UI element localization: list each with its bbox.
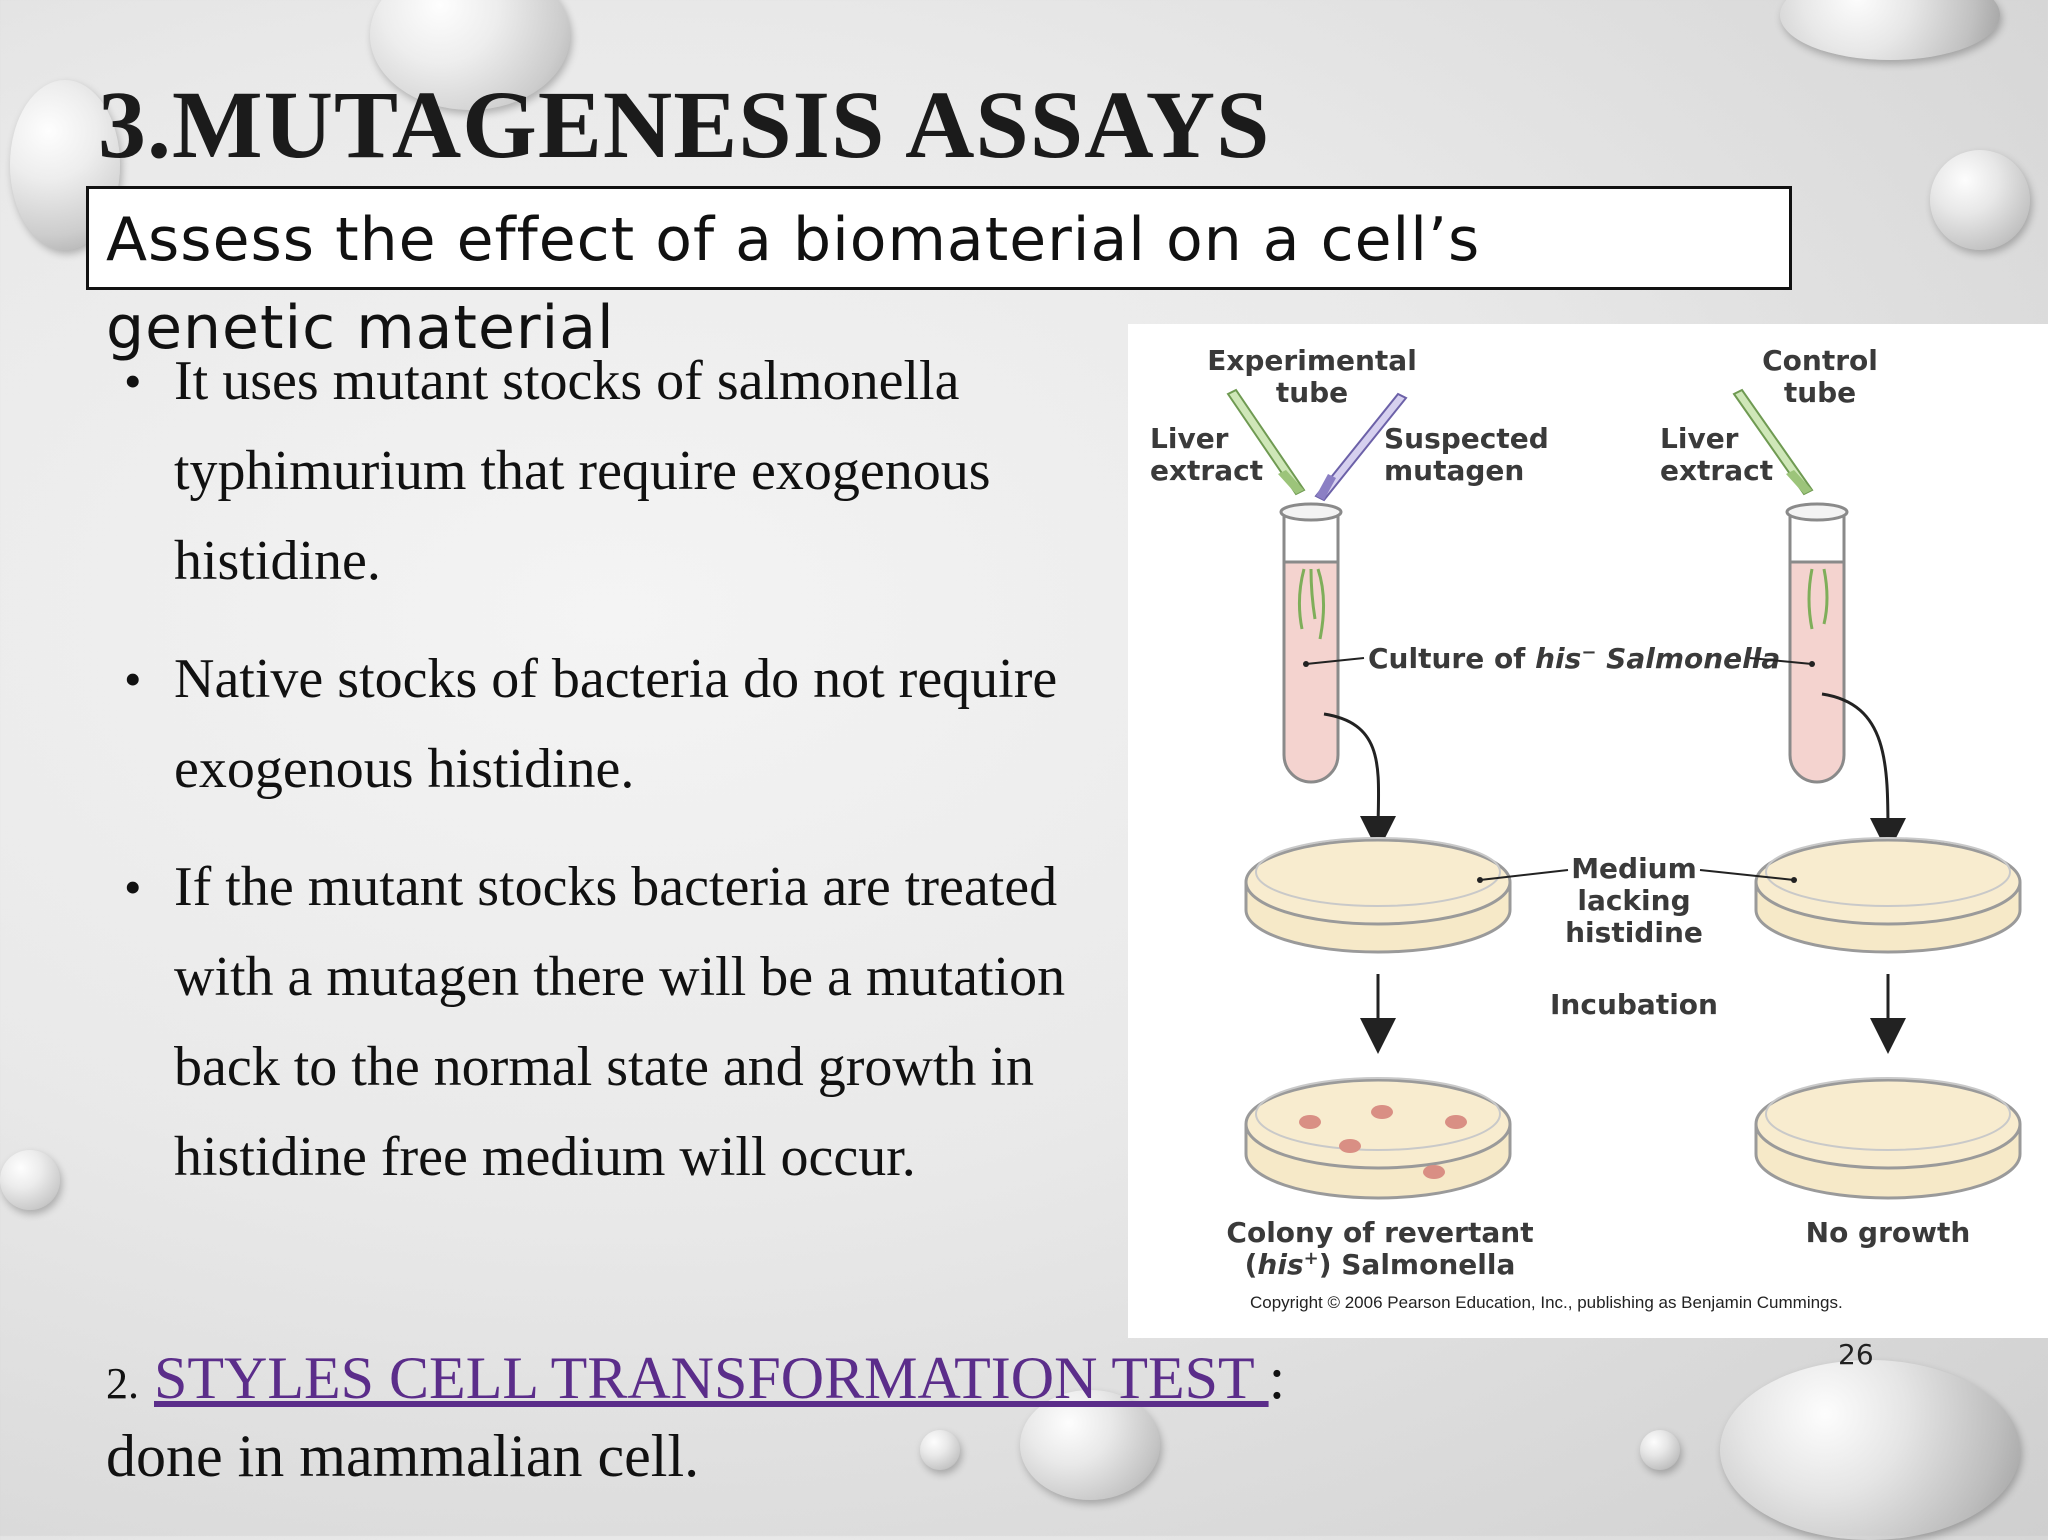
liver-extract-label: Liver: [1660, 422, 1739, 455]
water-drop-decoration: [1640, 1430, 1680, 1470]
figure-copyright: Copyright © 2006 Pearson Education, Inc.…: [1250, 1293, 1843, 1312]
suspected-mutagen-label: mutagen: [1384, 454, 1524, 487]
bullet-list: It uses mutant stocks of salmonella typh…: [120, 336, 1080, 1230]
footer-description: done in mammalian cell.: [106, 1423, 700, 1489]
bacterial-colony: [1299, 1115, 1321, 1129]
styles-test-link[interactable]: STYLES CELL TRANSFORMATION TEST: [154, 1345, 1269, 1411]
control-tube-label: Control: [1762, 344, 1878, 377]
experimental-tube-label: Experimental: [1207, 344, 1417, 377]
colony-label: Colony of revertant: [1226, 1216, 1533, 1249]
petri-dish-with-colonies: [1244, 1077, 1512, 1200]
control-tube-label: tube: [1784, 376, 1856, 409]
medium-label: lacking: [1577, 884, 1690, 917]
bacterial-colony: [1445, 1115, 1467, 1129]
experimental-tube-label: tube: [1276, 376, 1348, 409]
bullet-item: It uses mutant stocks of salmonella typh…: [120, 336, 1080, 606]
liver-extract-label: extract: [1150, 454, 1263, 487]
no-growth-label: No growth: [1806, 1216, 1971, 1249]
page-number: 26: [1838, 1338, 1874, 1371]
water-drop-decoration: [0, 1150, 60, 1210]
petri-dish-no-growth: [1754, 1077, 2022, 1200]
pipette-icon: [1226, 388, 1306, 496]
bacterial-colony: [1339, 1139, 1361, 1153]
suspected-mutagen-label: Suspected: [1384, 422, 1549, 455]
experimental-test-tube: [1279, 502, 1343, 784]
pipette-icon: [1732, 388, 1814, 496]
bullet-item: If the mutant stocks bacteria are treate…: [120, 842, 1080, 1202]
water-drop-decoration: [1720, 1360, 2020, 1540]
liver-extract-label: Liver: [1150, 422, 1229, 455]
bullet-item: Native stocks of bacteria do not require…: [120, 634, 1080, 814]
water-drop-decoration: [1930, 150, 2030, 250]
petri-dish-experimental: [1244, 837, 1512, 954]
incubation-label: Incubation: [1550, 988, 1718, 1021]
footer-line: 2. STYLES CELL TRANSFORMATION TEST :: [106, 1342, 1285, 1420]
water-drop-decoration: [920, 1430, 960, 1470]
footer-number: 2.: [106, 1359, 139, 1408]
control-test-tube: [1785, 502, 1849, 784]
subtitle-box: [86, 186, 1792, 290]
medium-label: Medium: [1571, 852, 1697, 885]
liver-extract-label: extract: [1660, 454, 1773, 487]
slide-title: 3.MUTAGENESIS ASSAYS: [98, 71, 1271, 178]
colony-label: (his+) Salmonella: [1245, 1248, 1516, 1281]
footer-colon: :: [1268, 1345, 1286, 1411]
medium-label: histidine: [1565, 916, 1703, 949]
water-drop-decoration: [1020, 1390, 1160, 1500]
bacterial-colony: [1371, 1105, 1393, 1119]
water-drop-decoration: [1780, 0, 2000, 60]
bacterial-colony: [1423, 1165, 1445, 1179]
pipette-icon: [1314, 392, 1408, 502]
petri-dish-control: [1754, 837, 2022, 954]
culture-label: Culture of his− Salmonella: [1368, 642, 1780, 675]
ames-test-figure: Experimental tube Control tube Liver ext…: [1128, 324, 2048, 1338]
